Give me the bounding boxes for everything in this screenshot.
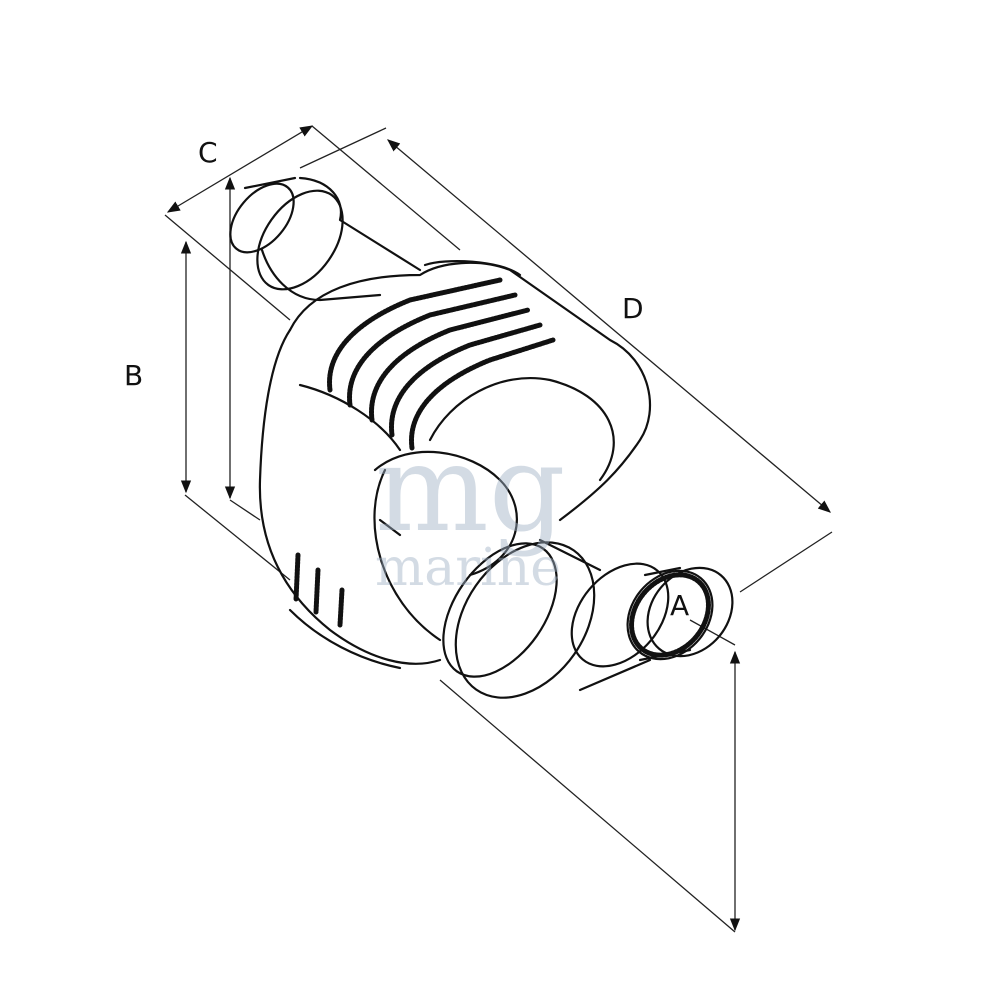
dimension-a bbox=[439, 619, 741, 933]
label-d: D bbox=[622, 292, 644, 325]
label-b: B bbox=[124, 359, 143, 392]
cooling-ribs bbox=[293, 277, 556, 628]
label-c: C bbox=[198, 136, 218, 169]
inlet-pipe bbox=[229, 176, 422, 302]
muffler-body bbox=[258, 260, 652, 670]
label-a: A bbox=[670, 589, 689, 622]
outlet-pipe bbox=[442, 538, 734, 699]
watermark-text: marine bbox=[375, 538, 561, 598]
dimension-b bbox=[180, 176, 291, 581]
dimension-d bbox=[299, 127, 833, 593]
watermark-logo: mg bbox=[375, 420, 566, 559]
